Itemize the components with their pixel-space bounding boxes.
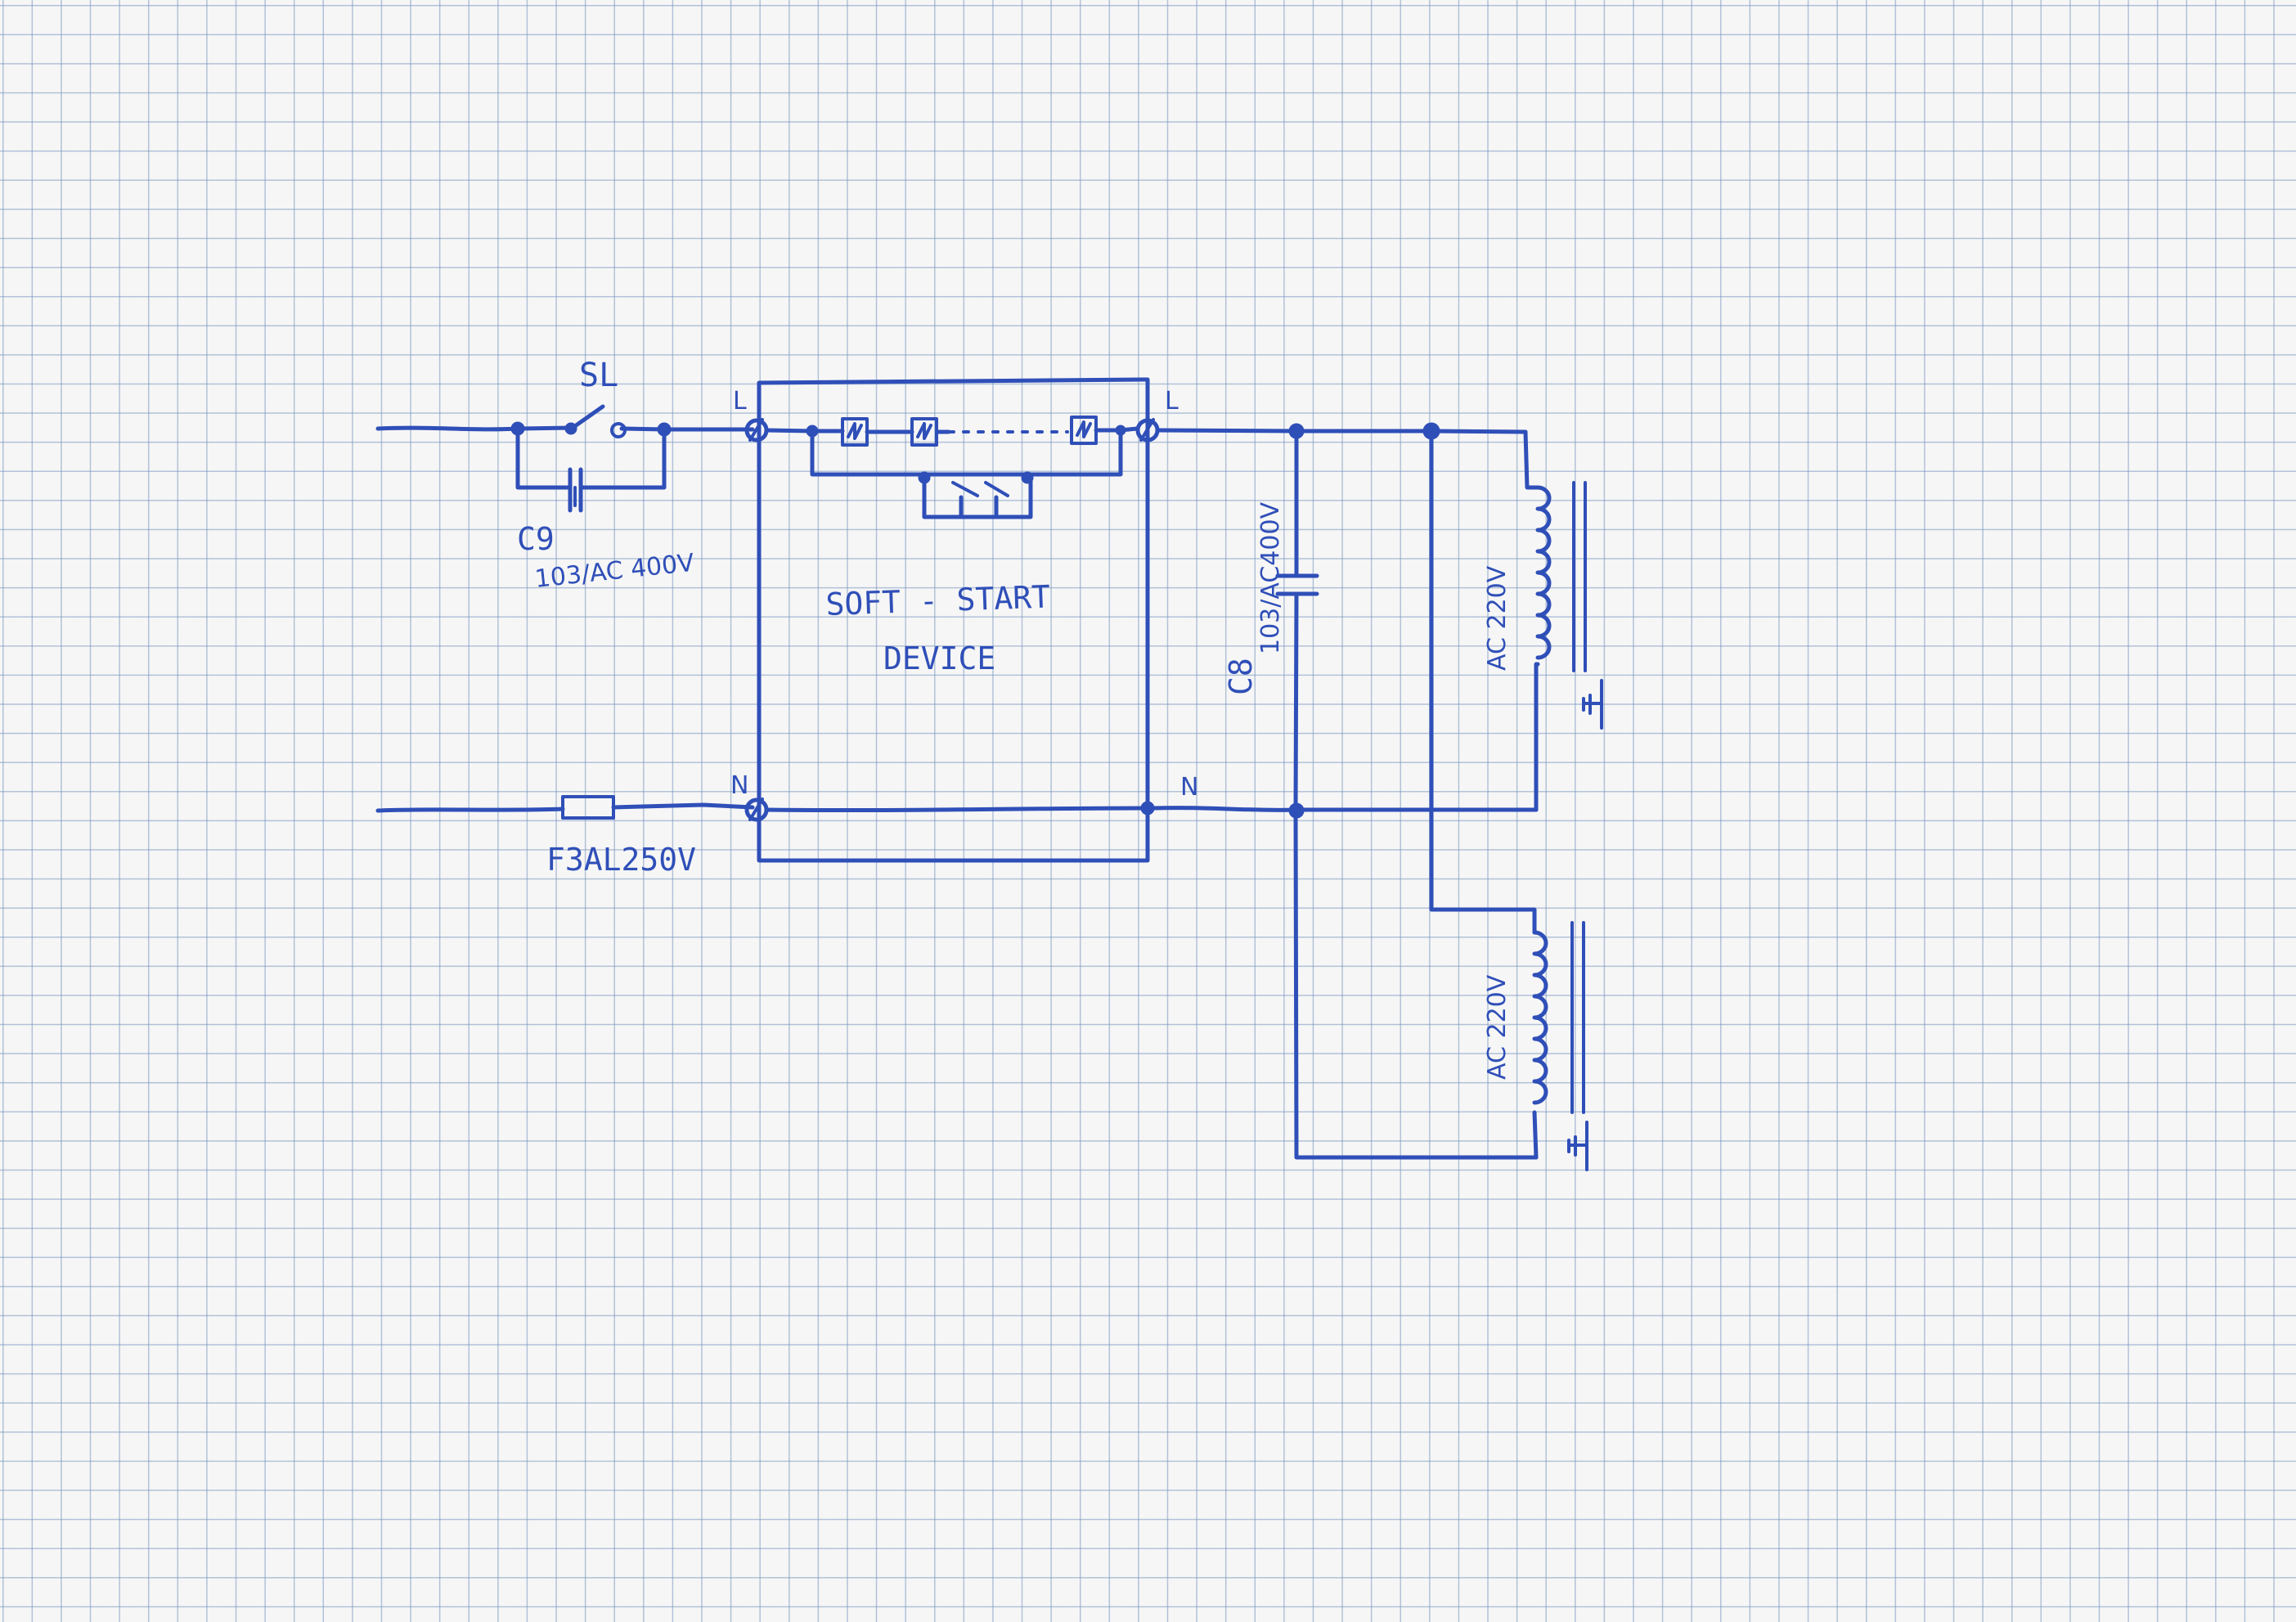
load-top-wire [1429, 429, 1540, 812]
ink-layer [375, 377, 1603, 1171]
c9-rating-label: 103/AC 400V [533, 549, 696, 594]
c8-label: C8 [1223, 658, 1259, 695]
junction-dot [1288, 802, 1305, 819]
switch-contact-right [610, 422, 627, 438]
terminal-mark [748, 798, 764, 821]
labels-layer: SL C9 103/AC 400V L N L N SOFT - START D… [517, 357, 1512, 1080]
terminal-n-in-label: N [730, 771, 748, 800]
relay-coil-icon [841, 417, 869, 447]
c8-rating-label: 103/AC400V [1256, 501, 1285, 654]
internal-contact-wire [922, 475, 1033, 519]
inductor-icon [1532, 930, 1548, 1105]
line-n-output-wire [1151, 806, 1539, 812]
device-title-line2: DEVICE [883, 640, 995, 676]
terminal-n-out-label: N [1180, 773, 1198, 802]
switch-blade [570, 404, 605, 430]
inductor-core [1570, 921, 1585, 1114]
terminal-l-in-label: L [733, 387, 747, 416]
internal-return-wire [810, 428, 1123, 477]
capacitor-icon [1275, 573, 1319, 596]
c9-bypass-wire [515, 426, 667, 490]
terminal-mark [1139, 418, 1155, 442]
c8-wire [1293, 429, 1539, 1160]
internal-n-wire [764, 806, 1150, 813]
terminal-l-out-label: L [1165, 387, 1179, 416]
device-box [757, 377, 1150, 863]
fuse-label: F3AL250V [546, 842, 696, 878]
capacitor-icon [568, 467, 583, 513]
relay-coil-icon [1070, 416, 1098, 445]
line-n-input-wire [375, 807, 565, 813]
line-l-output-wire [1155, 428, 1528, 434]
load-bottom-label: AC 220V [1483, 974, 1512, 1080]
switch-label: SL [579, 357, 618, 394]
ground-icon [1582, 679, 1603, 730]
internal-contact-blade [951, 481, 1009, 497]
fuse-icon [561, 795, 615, 820]
ground-icon [1567, 1121, 1588, 1171]
c9-label: C9 [517, 521, 555, 557]
line-n-fuse-wire [611, 802, 755, 810]
inductor-core [1572, 481, 1587, 672]
load-bottom-wire [1429, 807, 1539, 1160]
load-top-label: AC 220V [1483, 565, 1512, 671]
inductor-icon [1535, 485, 1552, 660]
device-title-line1: SOFT - START [825, 578, 1051, 622]
relay-coil-icon [910, 417, 938, 447]
